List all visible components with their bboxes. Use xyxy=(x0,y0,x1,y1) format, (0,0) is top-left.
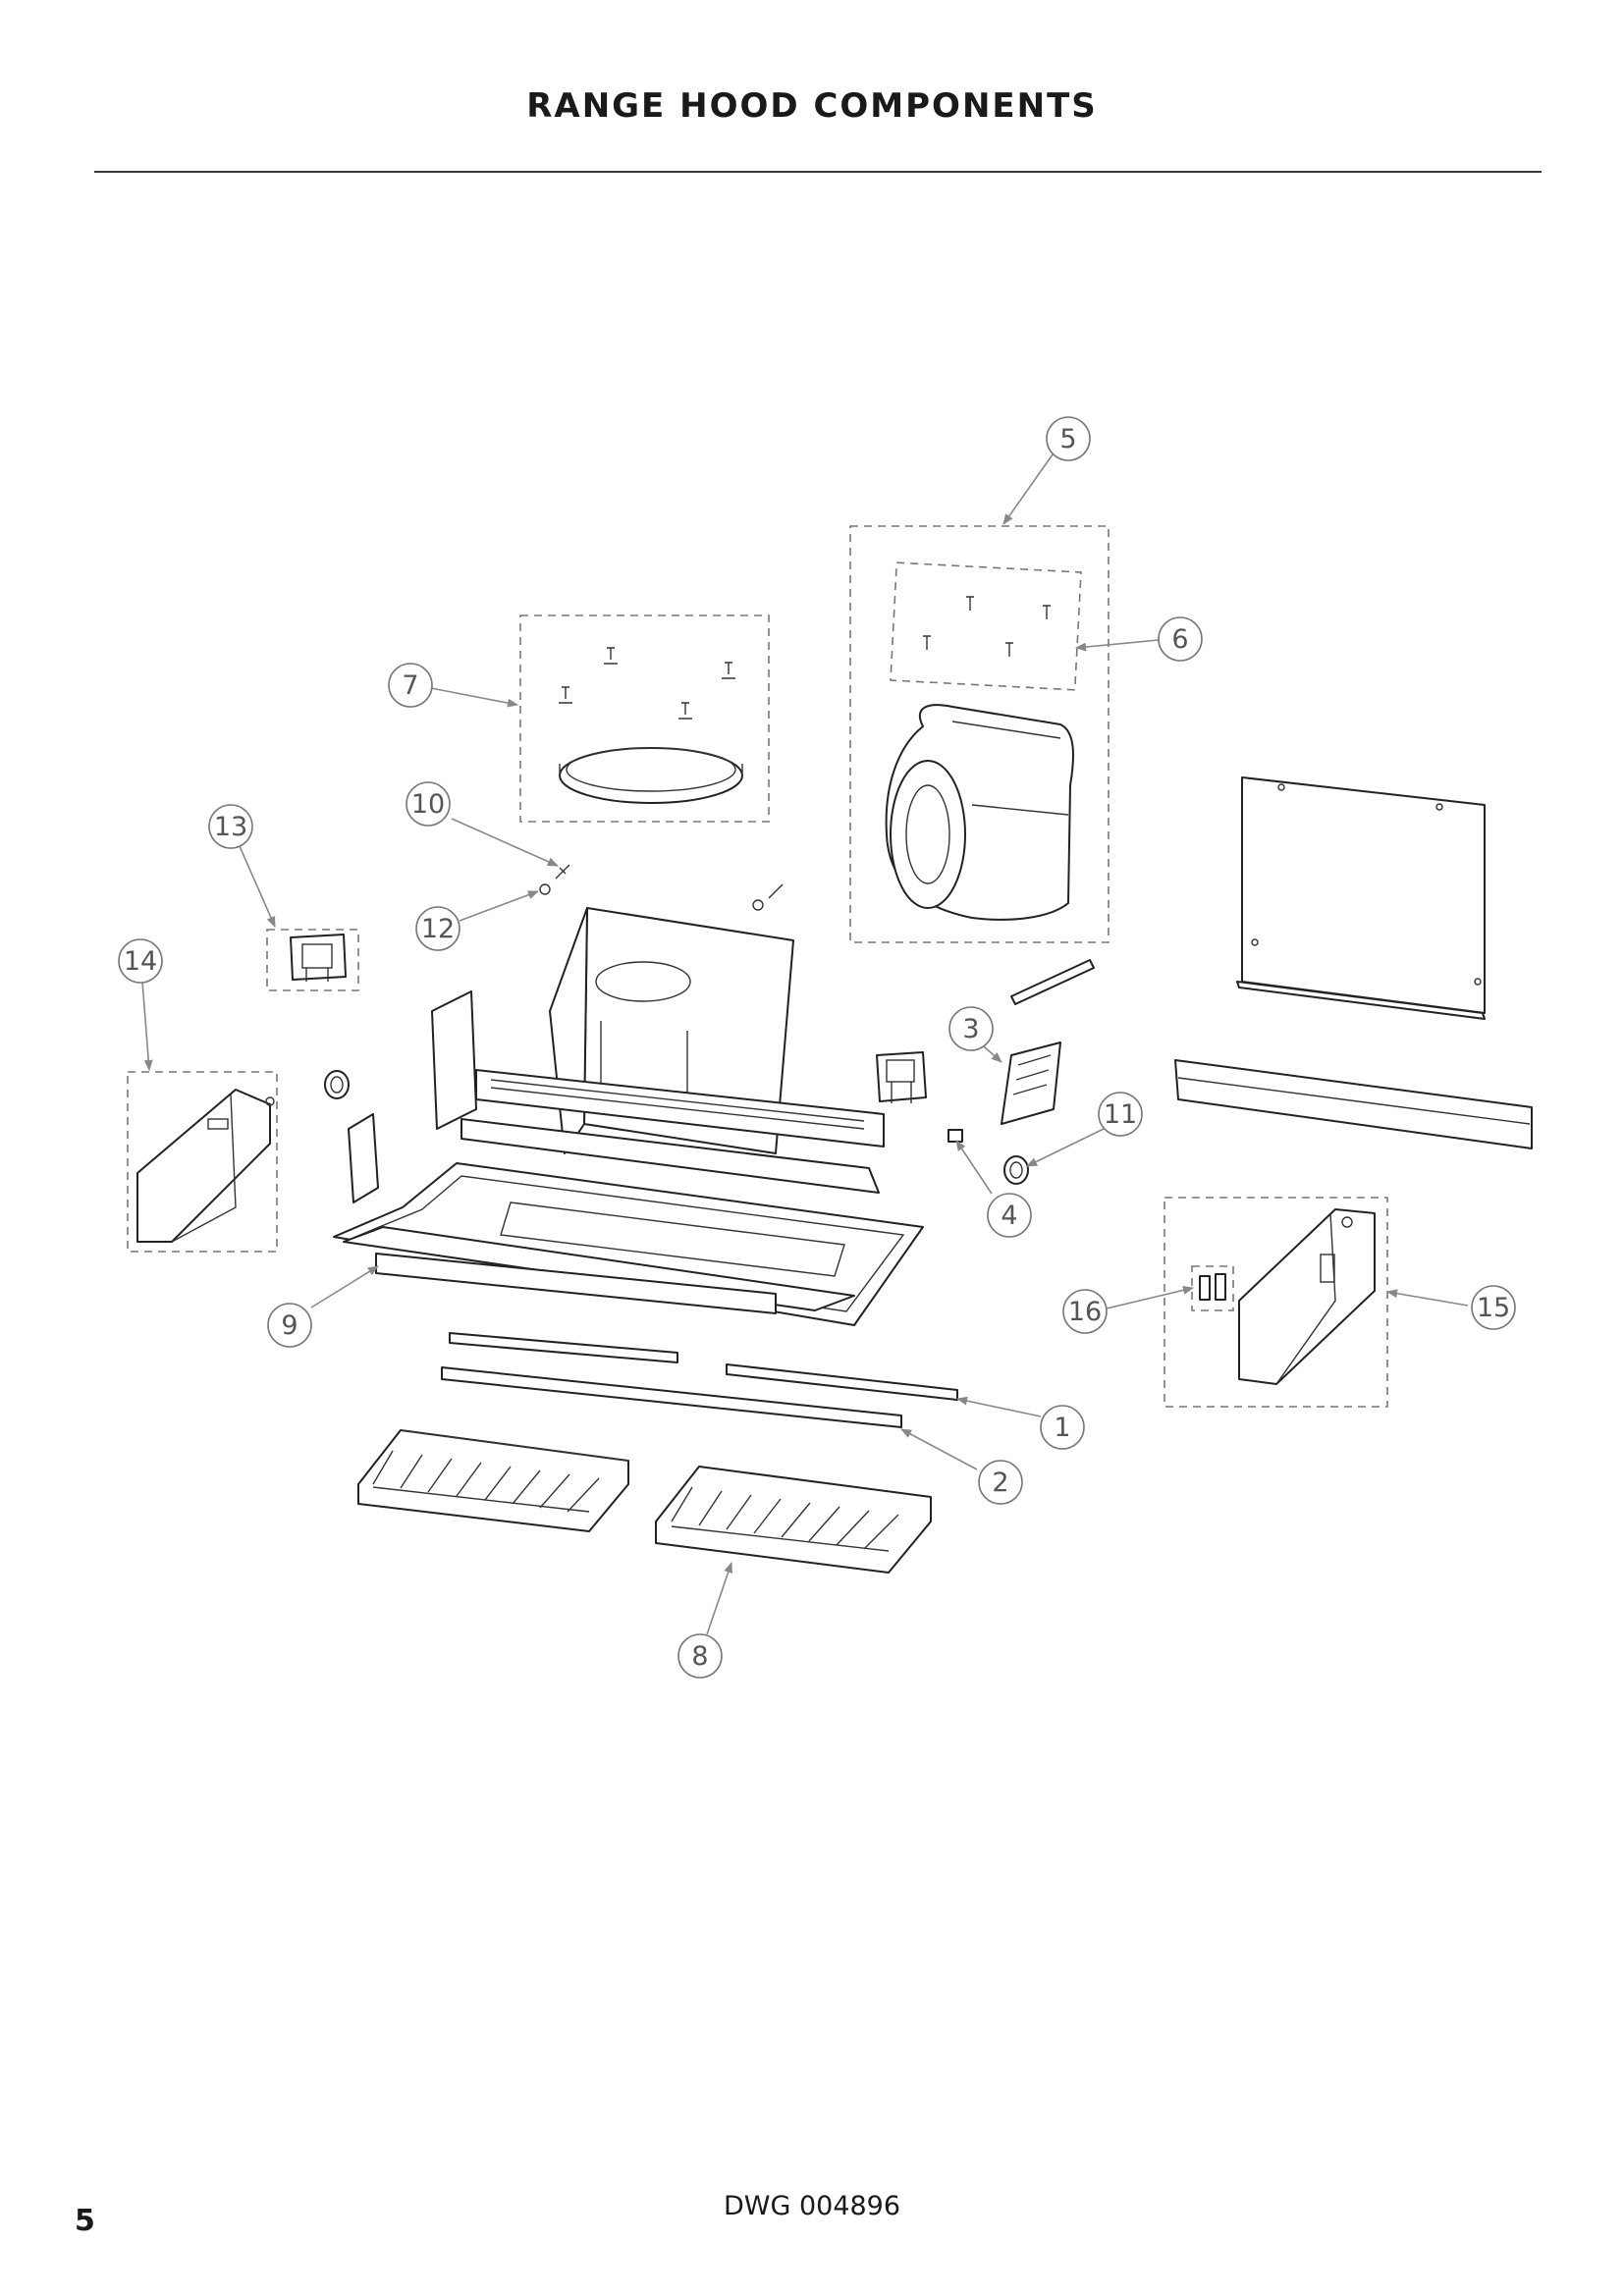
front-trim-strip xyxy=(1174,1059,1533,1149)
callout-3: 3 xyxy=(948,1006,994,1051)
clip-part-16 xyxy=(1199,1273,1226,1301)
svg-text:3: 3 xyxy=(962,1014,979,1044)
washer-part-12 xyxy=(539,883,764,911)
svg-text:4: 4 xyxy=(1001,1201,1017,1231)
callout-5: 5 xyxy=(1046,416,1091,461)
svg-text:13: 13 xyxy=(214,812,247,842)
filter-rail-part-1 xyxy=(449,1332,958,1401)
blower-screws xyxy=(923,596,1051,657)
page-title: RANGE HOOD COMPONENTS xyxy=(526,86,1098,126)
callout-11: 11 xyxy=(1098,1092,1143,1137)
callout-15: 15 xyxy=(1471,1285,1516,1330)
hood-side-bracket-left xyxy=(348,1113,379,1203)
svg-text:15: 15 xyxy=(1477,1293,1510,1323)
wall-bracket-right xyxy=(876,1051,927,1103)
blower-assembly-group-box xyxy=(849,525,1110,943)
bracket-group-box-13 xyxy=(266,929,359,991)
side-panel-group-box-14 xyxy=(127,1071,278,1253)
svg-text:2: 2 xyxy=(992,1468,1008,1498)
svg-text:10: 10 xyxy=(411,789,445,820)
svg-text:6: 6 xyxy=(1171,624,1188,655)
wall-bracket-part-13 xyxy=(290,934,347,982)
page-number: 5 xyxy=(75,2204,95,2238)
svg-text:11: 11 xyxy=(1104,1099,1137,1130)
callout-8: 8 xyxy=(677,1633,723,1679)
callout-7: 7 xyxy=(388,663,433,708)
grommet-part-11 xyxy=(1003,1155,1029,1185)
callout-16: 16 xyxy=(1062,1289,1108,1334)
duct-collar-ring xyxy=(559,747,743,804)
title-divider xyxy=(94,171,1542,173)
back-panel xyxy=(1236,776,1486,1020)
svg-text:9: 9 xyxy=(281,1310,298,1341)
mounting-screw-part-10 xyxy=(555,864,784,899)
blower-screws-group-box xyxy=(890,561,1082,691)
svg-text:7: 7 xyxy=(402,670,418,701)
grease-filter-right xyxy=(655,1466,932,1574)
control-module-part-3 xyxy=(1001,1041,1061,1125)
callout-13: 13 xyxy=(208,804,253,849)
hood-liner-body xyxy=(431,907,885,1194)
blower-housing xyxy=(885,704,1074,921)
side-cover-part-15 xyxy=(1238,1208,1376,1385)
svg-text:8: 8 xyxy=(691,1641,708,1672)
control-rod xyxy=(1010,959,1095,1005)
leader-lines xyxy=(141,454,1469,1635)
callout-14: 14 xyxy=(118,938,163,984)
callout-10: 10 xyxy=(406,781,451,827)
switch-part-4 xyxy=(947,1129,963,1143)
grease-filter-left xyxy=(357,1429,629,1532)
svg-text:12: 12 xyxy=(421,914,455,944)
callout-9: 9 xyxy=(267,1303,312,1348)
duct-collar-group-box xyxy=(519,614,770,823)
clip-group-box-16 xyxy=(1191,1265,1234,1311)
side-panel-part-14 xyxy=(136,1089,275,1243)
svg-text:5: 5 xyxy=(1059,424,1076,454)
callout-4: 4 xyxy=(987,1193,1032,1238)
callout-1: 1 xyxy=(1040,1405,1085,1450)
side-cover-group-box-15 xyxy=(1164,1197,1388,1408)
drawing-number: DWG 004896 xyxy=(723,2191,901,2221)
svg-text:16: 16 xyxy=(1068,1297,1102,1327)
callout-2: 2 xyxy=(978,1460,1023,1505)
duct-collar-screws xyxy=(559,647,735,720)
svg-text:14: 14 xyxy=(124,946,157,977)
grommet-left xyxy=(324,1070,350,1099)
callout-6: 6 xyxy=(1158,616,1203,662)
long-rail-part-2 xyxy=(441,1366,902,1428)
callout-12: 12 xyxy=(415,906,460,951)
svg-text:1: 1 xyxy=(1054,1413,1070,1443)
